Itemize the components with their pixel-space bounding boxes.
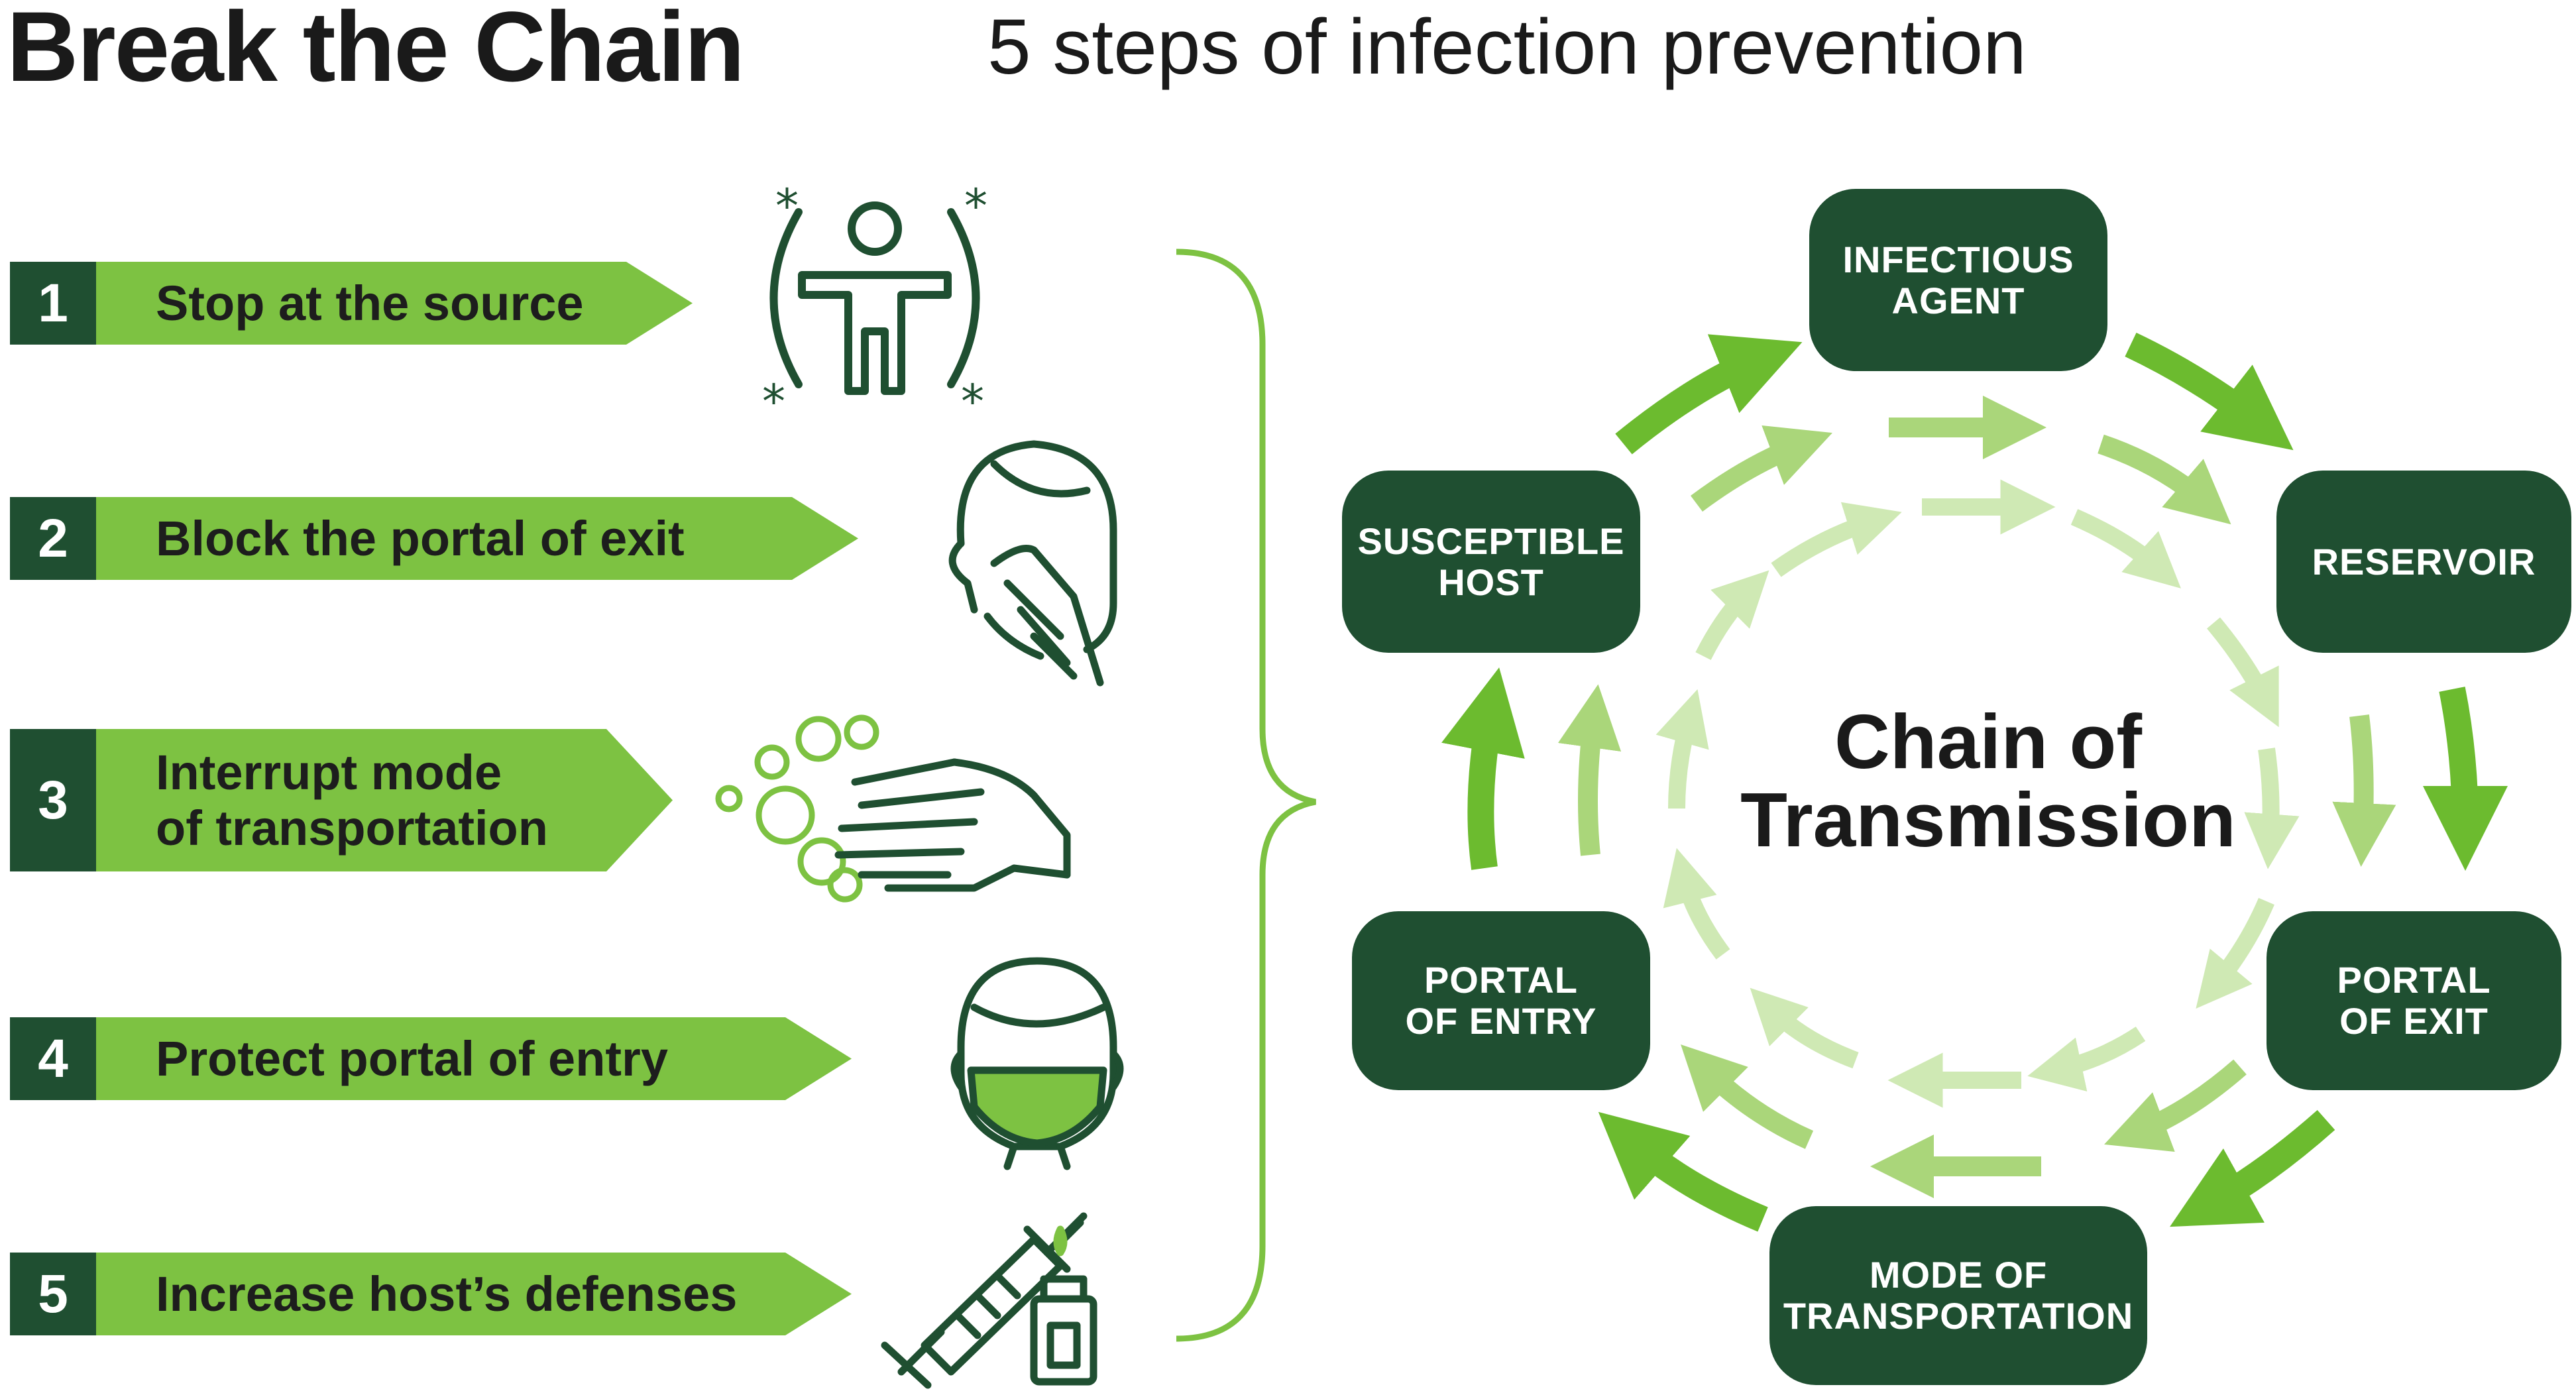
step-label: Interrupt mode of transportation: [96, 729, 673, 871]
node-line1: Portal: [2337, 959, 2491, 1001]
center-line1: Chain of: [1834, 698, 2142, 785]
node-line1: Portal: [1424, 959, 1579, 1001]
step-label-line2: of transportation: [156, 800, 548, 856]
step-label: Increase host’s defenses: [96, 1253, 852, 1335]
hand-washing-icon: [715, 714, 1071, 903]
step-number: 1: [10, 262, 96, 345]
node-line1: Mode of: [1869, 1254, 2048, 1296]
face-mask-icon: [950, 957, 1124, 1170]
node-line1: Infectious: [1842, 238, 2074, 280]
step-label: Block the portal of exit: [96, 497, 858, 580]
vaccine-syringe-icon: [881, 1212, 1097, 1389]
node-line2: of Exit: [2339, 1000, 2489, 1042]
middle-cycle-arrows: [1557, 395, 2396, 1199]
inner-cycle-arrows: [1655, 479, 2300, 1108]
svg-text:*: *: [961, 374, 984, 429]
svg-text:*: *: [775, 179, 799, 233]
chain-of-transmission-title: Chain of Transmission: [1624, 702, 2353, 859]
step-number: 2: [10, 497, 96, 580]
svg-text:*: *: [964, 179, 987, 233]
node-line1: Reservoir: [2312, 540, 2536, 583]
node-portal-of-exit: Portalof Exit: [2267, 911, 2561, 1090]
step-label-line1: Interrupt mode: [156, 744, 502, 800]
curly-brace: [1176, 249, 1316, 1342]
node-line2: Transportation: [1783, 1295, 2134, 1337]
step-number: 5: [10, 1253, 96, 1335]
step-2: 2 Block the portal of exit: [10, 497, 858, 580]
step-1: 1 Stop at the source: [10, 262, 693, 345]
node-line2: Agent: [1891, 279, 2025, 321]
step-label: Protect portal of entry: [96, 1017, 852, 1100]
svg-text:*: *: [762, 374, 785, 429]
node-line1: Susceptible: [1357, 520, 1625, 562]
node-mode-of-transportation: Mode ofTransportation: [1769, 1206, 2147, 1385]
step-number: 3: [10, 729, 96, 871]
node-line2: of Entry: [1405, 1000, 1597, 1042]
cover-cough-icon: [948, 440, 1117, 687]
step-4: 4 Protect portal of entry: [10, 1017, 852, 1100]
node-infectious-agent: InfectiousAgent: [1809, 189, 2107, 371]
center-line2: Transmission: [1740, 777, 2236, 863]
node-susceptible-host: SusceptibleHost: [1342, 471, 1640, 653]
page-subtitle: 5 steps of infection prevention: [987, 3, 2027, 91]
node-portal-of-entry: Portalof Entry: [1352, 911, 1650, 1090]
person-icon: * * * *: [762, 179, 987, 429]
step-label: Stop at the source: [96, 262, 693, 345]
step-number: 4: [10, 1017, 96, 1100]
node-reservoir: Reservoir: [2276, 471, 2571, 653]
step-3: 3 Interrupt mode of transportation: [10, 729, 673, 871]
node-line2: Host: [1438, 561, 1544, 603]
page-title: Break the Chain: [7, 0, 745, 102]
step-5: 5 Increase host’s defenses: [10, 1253, 852, 1335]
outer-cycle-arrows: [1441, 332, 2508, 1232]
